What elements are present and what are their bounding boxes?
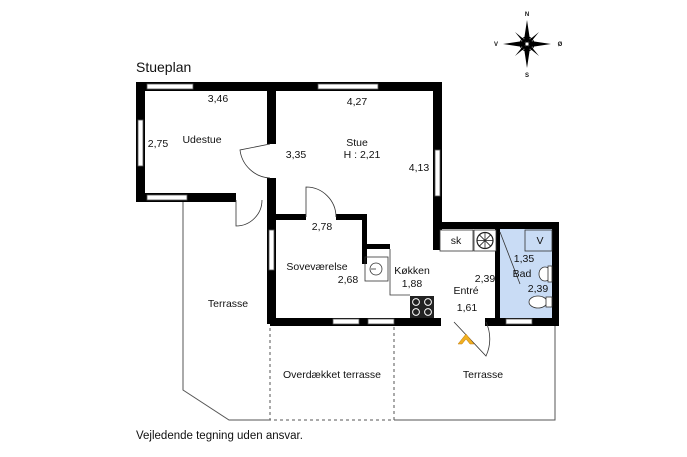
door-udestue-stue (239, 143, 271, 179)
door-bath (499, 231, 521, 285)
doors (235, 143, 521, 357)
bedroom-depth: 2,68 (338, 274, 359, 286)
footer-note: Vejledende tegning uden ansvar. (136, 430, 303, 442)
stue-width: 4,27 (347, 96, 368, 108)
stue-height-note: H : 2,21 (344, 149, 381, 161)
walls (136, 82, 559, 326)
window-stue-top (317, 83, 379, 90)
bath-fixtures (528, 265, 553, 309)
compass-south: S (525, 73, 529, 79)
window-bath-bottom (505, 318, 533, 325)
window-bedroom-left (268, 229, 275, 271)
sink-icon (369, 262, 383, 276)
entrance-arrow-icon (457, 333, 475, 345)
door-entry (453, 321, 491, 357)
compass-north: N (525, 12, 529, 18)
plan-title: Stueplan (136, 59, 191, 75)
terrace-west-label: Terrasse (208, 298, 248, 310)
window-stue-right (434, 149, 441, 197)
stue-side: 3,35 (286, 149, 307, 161)
window-udestue-top (146, 83, 194, 90)
compass-rose-icon (503, 20, 551, 68)
water-heater-box (524, 229, 553, 252)
kitchen-counter (389, 249, 410, 296)
kitchen-size: 1,88 (402, 278, 423, 290)
kitchen-fixtures (364, 229, 553, 296)
terrace-west-outline (182, 195, 270, 421)
stue-name: Stue (346, 137, 368, 149)
bath-name: Bad (513, 268, 532, 280)
bath-depth: 2,39 (528, 283, 549, 295)
kitchen-name: Køkken (394, 265, 430, 277)
window-kitchen-bottom (367, 318, 395, 325)
udestue-depth: 2,75 (148, 138, 169, 150)
heat-pump-icon (473, 229, 497, 252)
door-terrace-udestue (235, 199, 263, 227)
windows (137, 83, 533, 325)
bedroom-name: Soveværelse (286, 261, 347, 273)
udestue-width: 3,46 (208, 93, 229, 105)
bath-width: 1,35 (514, 253, 535, 265)
sink-box (364, 256, 389, 282)
terrace-south-label: Terrasse (463, 369, 503, 381)
compass-west: V (494, 42, 498, 48)
stove-icon (410, 296, 434, 318)
entre-depth: 2,39 (475, 273, 496, 285)
window-udestue-bottom (146, 194, 188, 201)
terrace-south-outline (394, 323, 556, 421)
toilet-icon (528, 295, 548, 309)
stue-depth: 4,13 (409, 162, 430, 174)
fridge-label: sk (451, 235, 462, 247)
fridge-box (439, 229, 474, 252)
covered-terrace-label: Overdækket terrasse (283, 369, 381, 381)
entre-name: Entré (453, 285, 478, 297)
window-udestue-left (137, 119, 144, 167)
window-bedroom-bottom (332, 318, 360, 325)
door-bedroom (305, 186, 337, 218)
water-heater-label: V (536, 235, 543, 247)
entre-width: 1,61 (457, 302, 478, 314)
bedroom-width: 2,78 (312, 221, 333, 233)
compass-east: Ø (558, 42, 563, 48)
udestue-name: Udestue (182, 134, 221, 146)
